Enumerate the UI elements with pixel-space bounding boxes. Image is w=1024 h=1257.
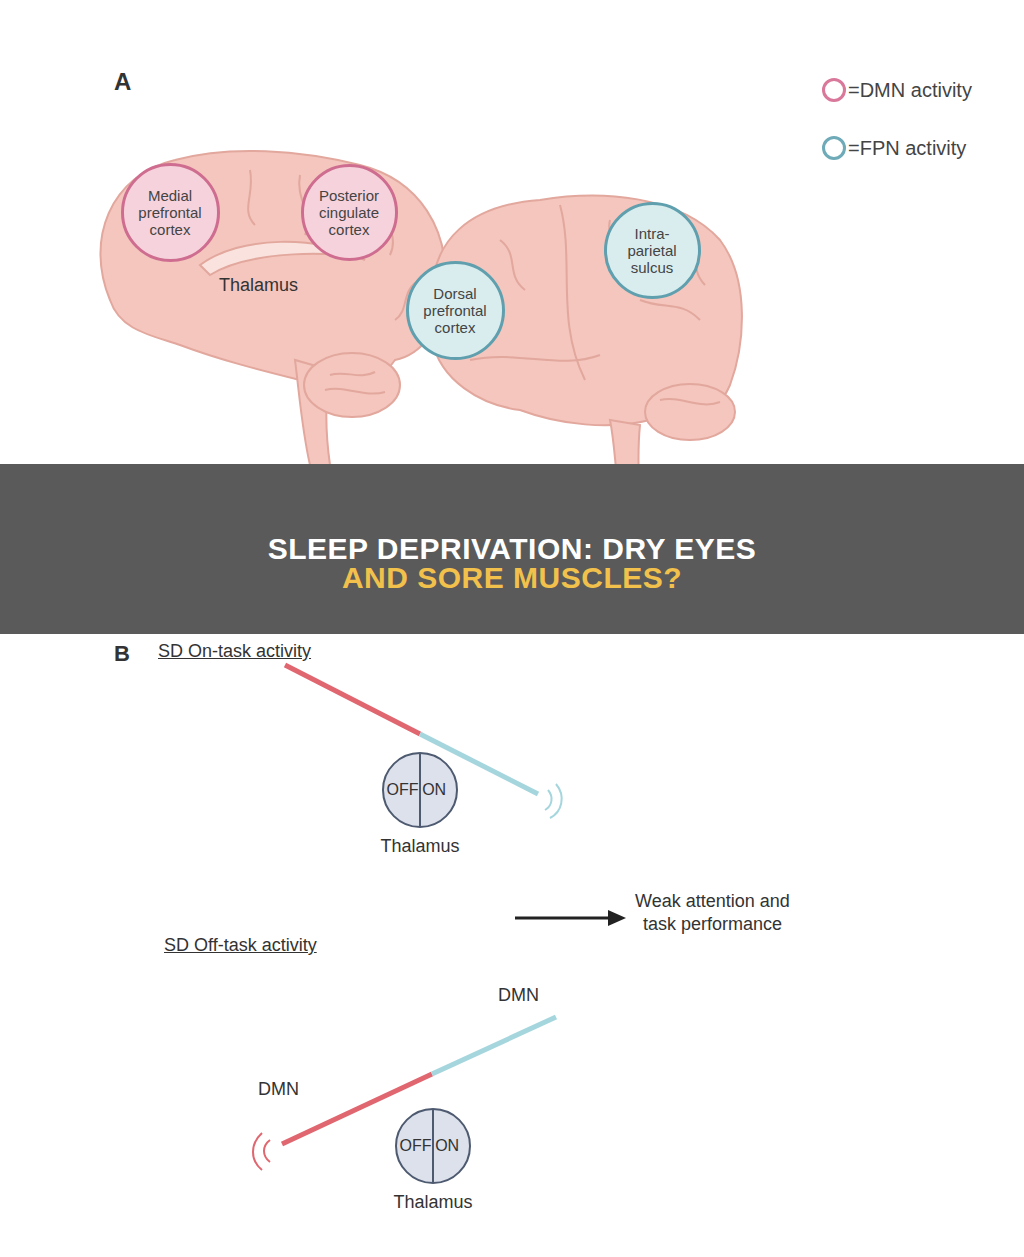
caption: AND SORE MUSCLES?	[0, 561, 1024, 595]
region-circle: Intra-parietal sulcus	[604, 202, 701, 299]
region-circle: Dorsal prefrontal cortex	[406, 261, 505, 360]
off-label: OFF	[387, 781, 419, 799]
legend-swatch	[822, 78, 846, 102]
legend-swatch	[822, 136, 846, 160]
title-band: SLEEP DEPRIVATION: DRY EYESAND SORE MUSC…	[0, 464, 1024, 634]
thalamus-circle: OFFONThalamus	[395, 1108, 471, 1184]
region-label: Dorsal prefrontal cortex	[419, 285, 491, 336]
thalamus-circle: OFFONThalamus	[382, 752, 458, 828]
condition-label: SD On-task activity	[158, 640, 311, 663]
outcome-note: Weak attention and task performance	[630, 890, 795, 937]
condition-label: SD Off-task activity	[164, 934, 317, 957]
network-label: DMN	[258, 1078, 299, 1101]
panel-letter: B	[114, 640, 130, 669]
legend-text: =FPN activity	[848, 137, 966, 160]
legend-item: =DMN activity	[822, 78, 972, 102]
region-circle: Medial prefrontal cortex	[121, 163, 220, 262]
region-label: Intra-parietal sulcus	[617, 225, 687, 276]
region-label: Medial prefrontal cortex	[134, 187, 206, 238]
on-label: ON	[435, 1137, 459, 1155]
off-label: OFF	[400, 1137, 432, 1155]
region-circle: Posterior cingulate cortex	[301, 164, 398, 261]
divider-line	[432, 1110, 434, 1182]
thalamus-label: Thalamus	[380, 836, 459, 857]
network-label: DMN	[498, 984, 539, 1007]
region-label: Posterior cingulate cortex	[314, 187, 384, 238]
legend-text: =DMN activity	[848, 79, 972, 102]
title: SLEEP DEPRIVATION: DRY EYES	[0, 532, 1024, 566]
legend-item: =FPN activity	[822, 136, 966, 160]
structure-label: Thalamus	[219, 274, 298, 297]
panel-letter: A	[114, 66, 131, 97]
on-label: ON	[422, 781, 446, 799]
thalamus-label: Thalamus	[393, 1192, 472, 1213]
divider-line	[419, 754, 421, 826]
